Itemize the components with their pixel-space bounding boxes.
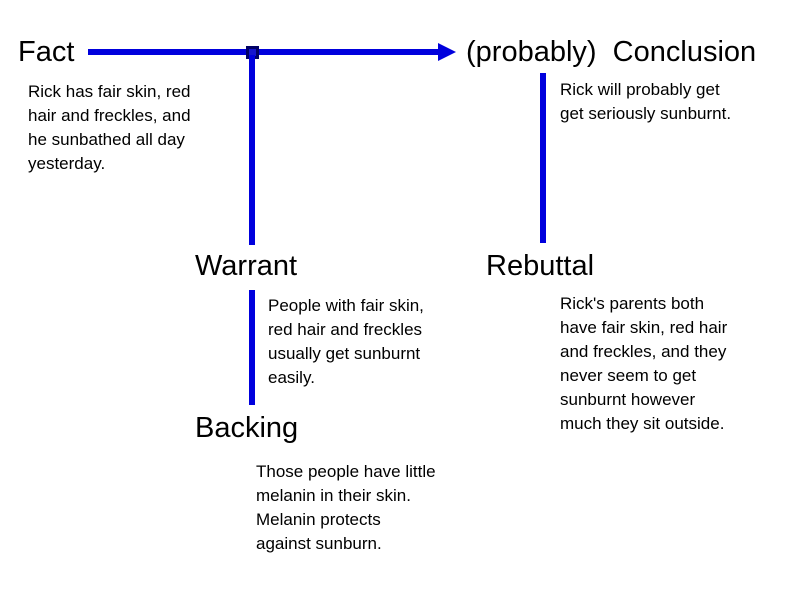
conclusion-text: Rick will probably get get seriously sun…	[560, 80, 732, 123]
warrant-to-backing-line	[249, 290, 255, 405]
backing-label: Backing	[195, 412, 299, 444]
warrant-text: People with fair skin, red hair and frec…	[268, 296, 424, 387]
fact-conclusion-arrow-shaft	[88, 49, 440, 55]
backing-text: Those people have little melanin in thei…	[256, 462, 436, 553]
fact-text: Rick has fair skin, red hair and freckle…	[28, 82, 191, 173]
arrow-right-icon	[438, 43, 456, 61]
rebuttal-text: Rick's parents both have fair skin, red …	[560, 294, 728, 433]
conclusion-label: (probably) Conclusion	[466, 36, 757, 68]
fact-label: Fact	[18, 36, 75, 68]
rebuttal-label: Rebuttal	[486, 250, 595, 282]
junction-to-warrant-line	[249, 55, 255, 245]
warrant-label: Warrant	[195, 250, 298, 282]
conclusion-to-rebuttal-line	[540, 73, 546, 243]
